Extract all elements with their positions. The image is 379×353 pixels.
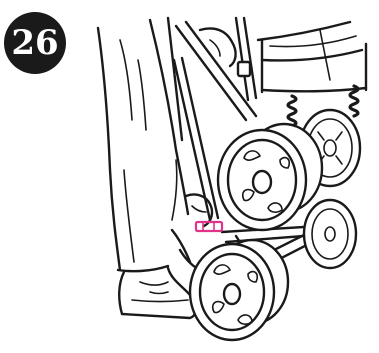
stroller-wheel-icon [218,124,322,230]
step-number-badge: 26 [4,12,66,74]
person-legs [98,18,190,271]
stroller-wheel-icon [190,240,288,340]
step-number: 26 [4,12,66,74]
stroller-wheel-icon [304,200,356,268]
